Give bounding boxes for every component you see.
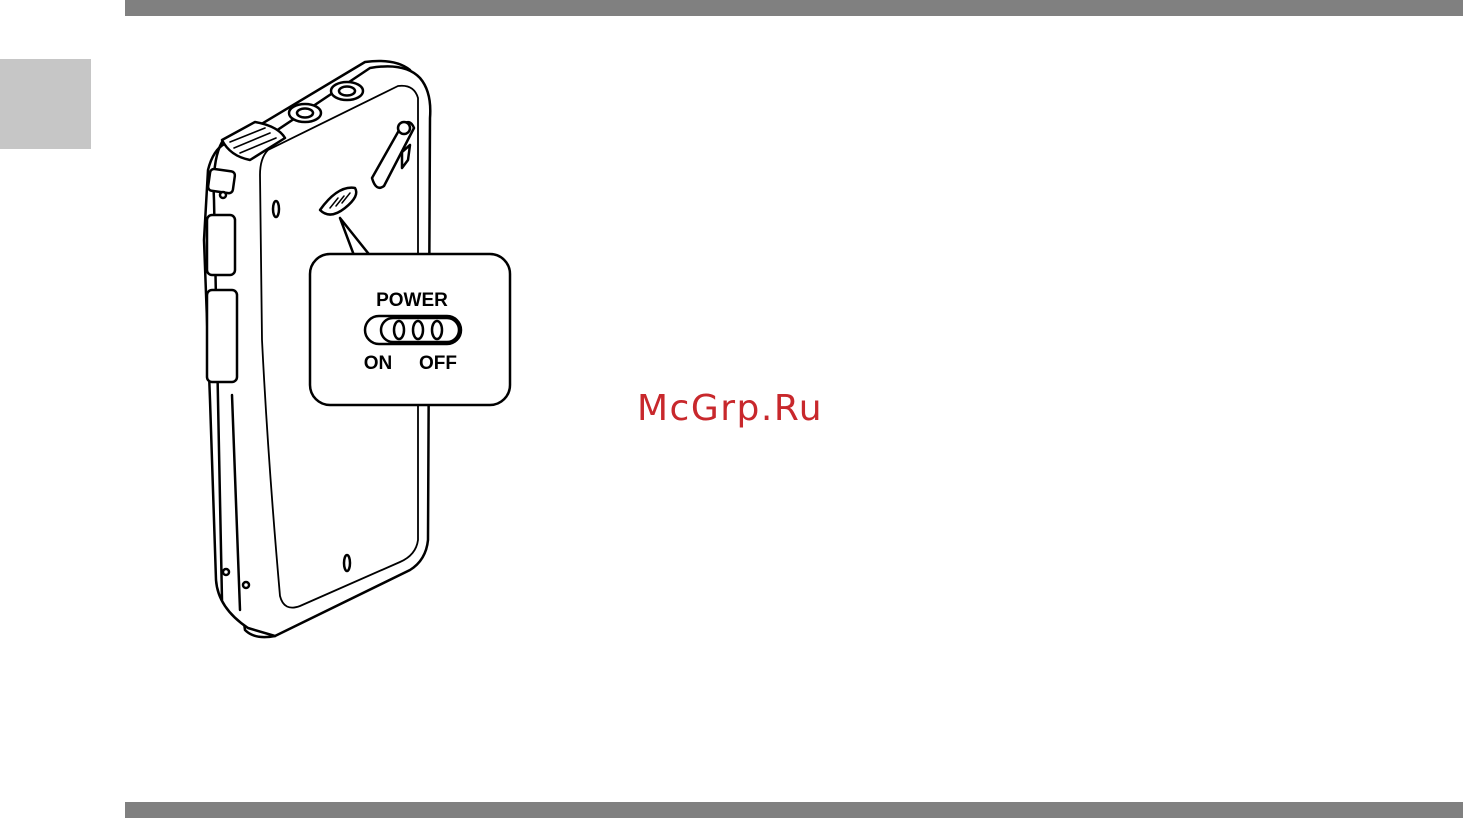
side-button-2 (207, 215, 235, 275)
watermark-text: McGrp.Ru (637, 388, 823, 429)
side-button-3 (207, 290, 237, 382)
side-button-1 (208, 168, 236, 193)
top-divider-bar (125, 0, 1463, 16)
callout-title: POWER (376, 290, 448, 311)
callout-off-label: OFF (419, 353, 457, 374)
recorder-illustration: POWER ON OFF (195, 55, 525, 645)
callout-on-label: ON (364, 353, 393, 374)
bottom-divider-bar (125, 802, 1463, 818)
section-tab (0, 59, 91, 149)
